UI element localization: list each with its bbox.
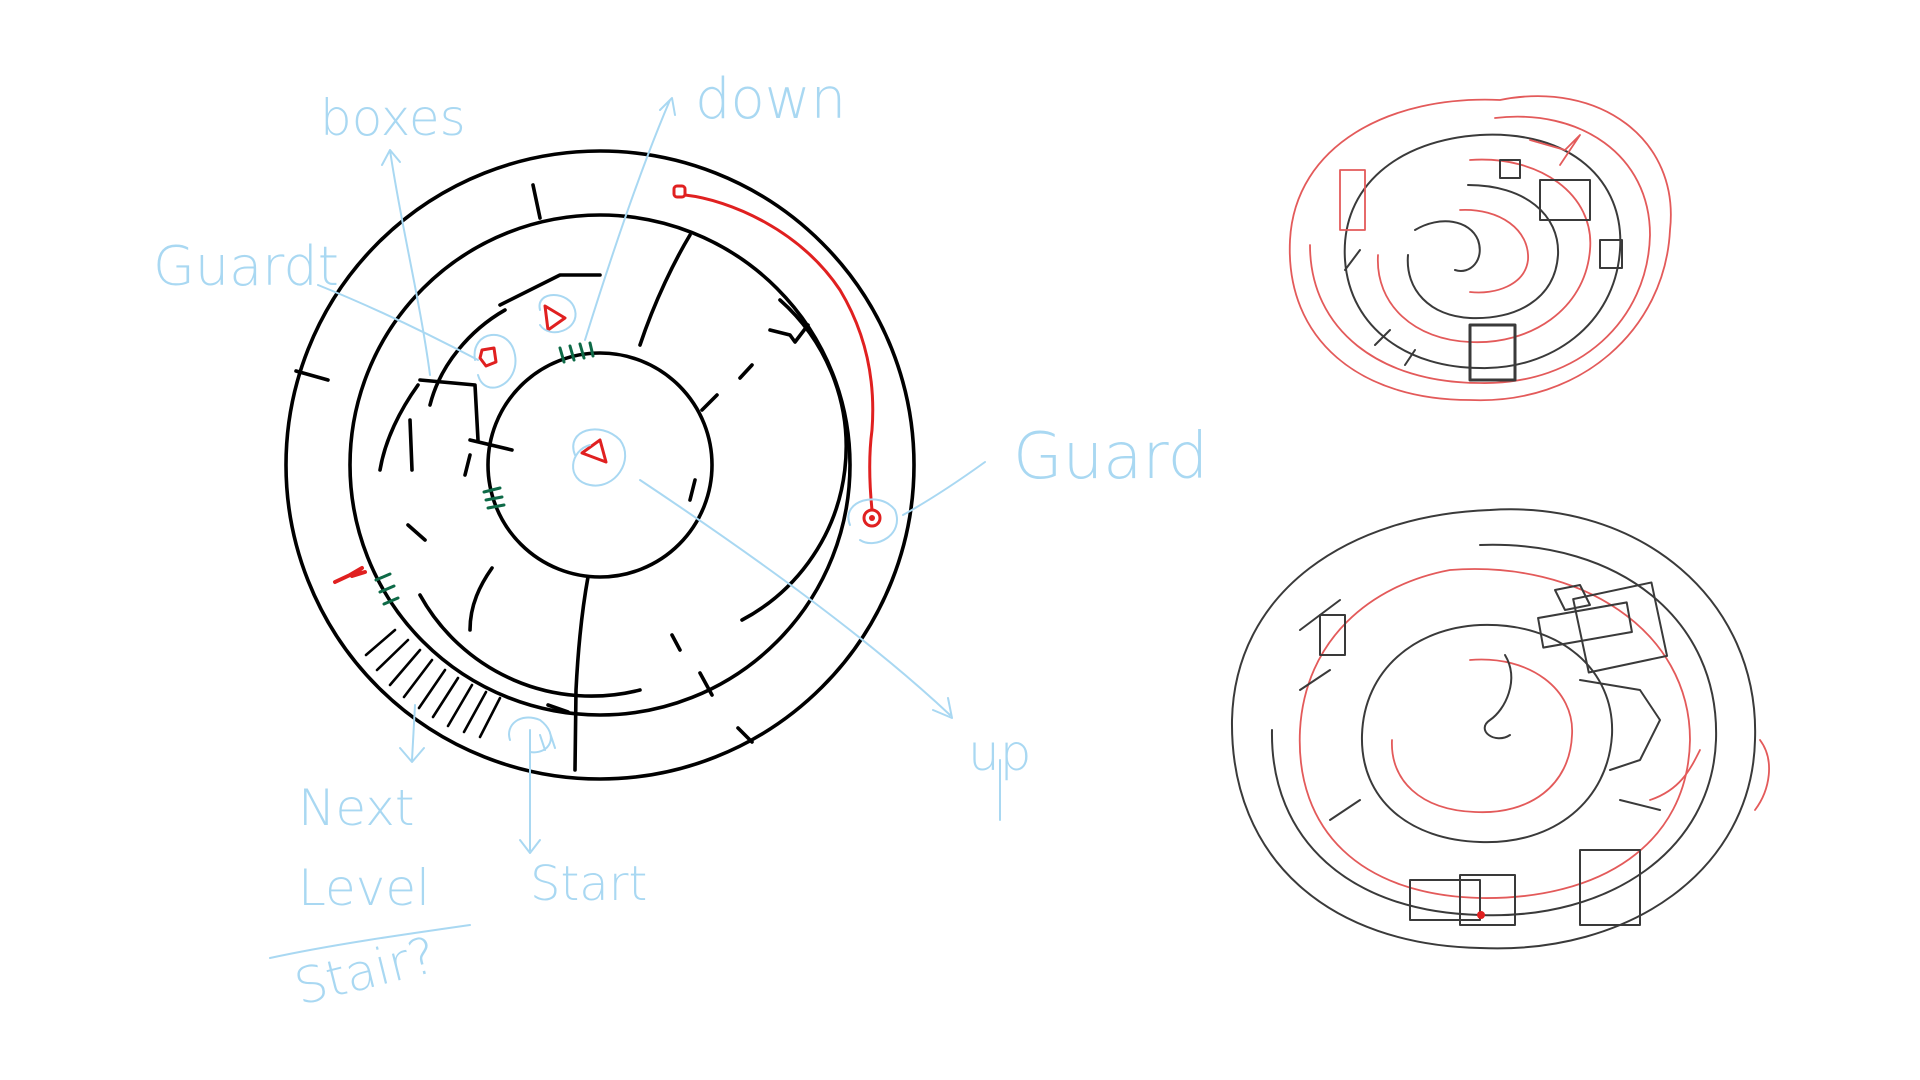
guard-triangle-center	[580, 438, 608, 464]
arrow-guard-left	[317, 284, 479, 361]
middle-ring-arc	[740, 298, 848, 622]
annotation-down: down	[695, 67, 846, 132]
radial-wall-left-bottom	[468, 566, 494, 632]
thumbnail-sketch-top	[1288, 95, 1672, 402]
radial-wall-top	[531, 183, 542, 220]
central-ring	[486, 351, 714, 579]
radial-wall-left	[294, 369, 330, 382]
thumbnail-sketch-bottom	[1230, 508, 1770, 950]
outer-wall-ring	[284, 149, 916, 781]
annotation-level: Level	[298, 859, 430, 917]
arrow-down	[584, 97, 676, 341]
radial-wall-right-2	[700, 393, 719, 412]
red-marker-top	[672, 184, 687, 199]
radial-wall-right-1	[738, 363, 754, 380]
radial-wall-bottom-b	[546, 703, 570, 714]
level-underline	[269, 924, 471, 959]
guard-scribble-upper	[538, 294, 577, 334]
radial-wall-bottom-d	[698, 671, 714, 697]
arrow-next	[399, 704, 425, 763]
arrow-guard-right	[902, 461, 986, 516]
annotation-next: Next	[298, 779, 414, 837]
annotation-boxes: boxes	[320, 89, 466, 147]
door-ticks	[374, 341, 595, 606]
middle-ring-arc-left	[418, 593, 642, 698]
radial-wall-upper	[638, 233, 692, 347]
red-marker-inner	[869, 515, 875, 521]
outer-inner-ring	[348, 213, 852, 717]
inner-wall-lower-left	[406, 453, 472, 542]
arrow-boxes	[381, 149, 431, 376]
radial-wall-bottom-a	[573, 575, 590, 772]
radial-wall-bottom-c	[670, 633, 682, 652]
radial-wall-right-top	[768, 323, 810, 344]
main-map	[284, 149, 916, 781]
marker-scribble-right	[847, 498, 898, 545]
marker-scribble-left	[473, 333, 517, 389]
inner-wall-left	[408, 418, 414, 472]
inner-corridor-wall-arc	[418, 273, 602, 452]
annotation-start: Start	[530, 856, 647, 912]
inner-corridor-wall-left	[378, 308, 507, 472]
red-object-marker	[478, 346, 498, 368]
start-scribble	[508, 716, 556, 754]
guard-scribble-center	[572, 428, 627, 487]
arrow-start	[519, 729, 541, 854]
annotation-guard-right: Guard	[1013, 420, 1208, 494]
annotation-guard-left: Guardt	[153, 235, 339, 298]
red-marker-end	[862, 508, 882, 528]
arrow-up	[639, 479, 953, 719]
guard-triangle-upper	[543, 304, 567, 332]
red-fire-marker	[333, 566, 367, 584]
stair-hatching	[364, 628, 502, 739]
radial-wall-inner-right	[688, 478, 697, 502]
radial-wall-bottom-e	[736, 726, 754, 744]
red-path	[683, 193, 875, 512]
annotation-stair: Stair?	[289, 926, 442, 1017]
